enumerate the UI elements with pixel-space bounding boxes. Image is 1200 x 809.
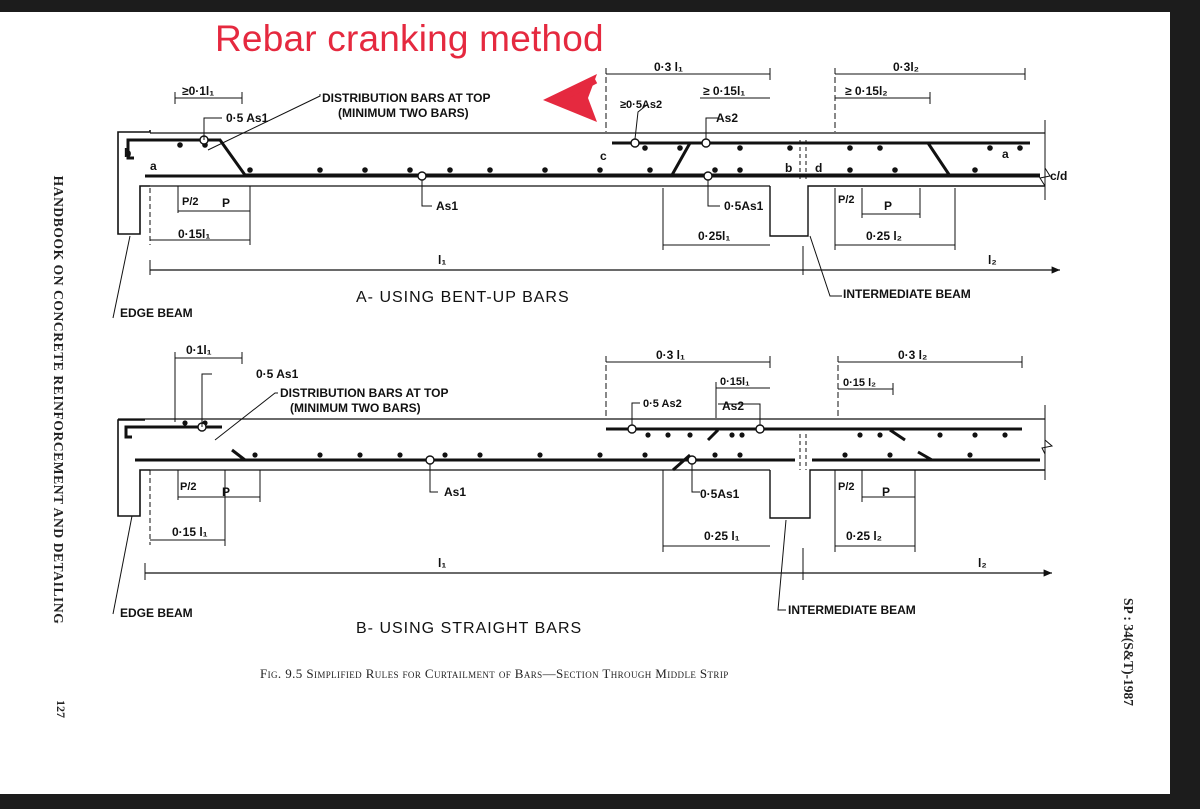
dim-label: ≥ 0·15l₂ (845, 84, 888, 98)
diagram-b (112, 352, 1054, 615)
dim-label: P/2 (180, 481, 197, 493)
dim-label: 0·3 l₁ (656, 348, 685, 362)
annotation-title: Rebar cranking method (215, 18, 604, 59)
dim-label: P/2 (182, 196, 199, 208)
dim-label: As1 (444, 485, 466, 499)
diagram-a-title: A- USING BENT-UP BARS (356, 289, 570, 306)
dim-label: 0·3 l₂ (898, 348, 927, 362)
dim-label: 0·15 l₂ (843, 377, 876, 389)
point-label: b (785, 161, 792, 175)
dim-label: P (222, 196, 230, 210)
point-label: c/d (1050, 169, 1067, 183)
diagram-b-labels: 0·1l₁ 0·5 As1 DISTRIBUTION BARS AT TOP (… (120, 343, 987, 637)
dim-label: ≥0·1l₁ (182, 84, 214, 98)
dim-label: P (884, 199, 892, 213)
dim-label: P/2 (838, 194, 855, 206)
figure-caption: Fig. 9.5 Simplified Rules for Curtailmen… (260, 666, 729, 681)
dim-label: 0·25 l₁ (704, 529, 740, 543)
dim-label: 0·5 As1 (256, 367, 299, 381)
point-label: b (124, 146, 131, 160)
dim-label: As2 (716, 111, 738, 125)
dim-label: 0·25l₁ (698, 229, 730, 243)
edge-beam-label: EDGE BEAM (120, 606, 193, 620)
span-label: l₂ (978, 556, 987, 570)
distribution-dots-b (182, 420, 1008, 458)
diagram-a (112, 68, 1060, 319)
dim-label: 0·25 l₂ (846, 529, 882, 543)
dim-label: 0·1l₁ (186, 343, 212, 357)
diagram-b-title: B- USING STRAIGHT BARS (356, 620, 582, 637)
dim-label: 0·15l₁ (720, 376, 750, 388)
distribution-bars-label: DISTRIBUTION BARS AT TOP (280, 386, 448, 400)
annotation-arrow (543, 74, 597, 122)
edge-beam-a (117, 130, 151, 235)
distribution-dots-a (177, 142, 1023, 173)
dim-label: As1 (436, 199, 458, 213)
point-label: d (815, 161, 822, 175)
dim-label: P/2 (838, 481, 855, 493)
bent-up-bar-left (126, 138, 1040, 177)
point-label: a (150, 159, 157, 173)
diagram-a-labels: ≥0·1l₁ 0·5 As1 DISTRIBUTION BARS AT TOP … (120, 60, 1067, 320)
span-label: l₂ (988, 253, 997, 267)
intermediate-beam-label: INTERMEDIATE BEAM (788, 603, 916, 617)
edge-beam-label: EDGE BEAM (120, 306, 193, 320)
span-label: l₁ (438, 556, 446, 570)
intermediate-beam-b (769, 469, 1045, 519)
dim-label: ≥ 0·15l₁ (703, 84, 745, 98)
dim-label: 0·15l₁ (178, 227, 210, 241)
minimum-bars-label: (MINIMUM TWO BARS) (290, 401, 421, 415)
dim-label: 0·3 l₁ (654, 60, 683, 74)
point-label: a (1002, 147, 1009, 161)
dim-label: 0·25 l₂ (866, 229, 902, 243)
dim-label: 0·5 As1 (226, 111, 269, 125)
dim-label: P (882, 485, 890, 499)
top-bar-left-b (124, 425, 222, 439)
intermediate-beam-a (769, 185, 1045, 237)
dim-label: 0·5As1 (724, 199, 764, 213)
minimum-bars-label: (MINIMUM TWO BARS) (338, 106, 469, 120)
point-label: c (600, 149, 607, 163)
curtailment-diagram: ≥0·1l₁ 0·5 As1 DISTRIBUTION BARS AT TOP … (112, 60, 1067, 637)
dim-label: 0·5 As2 (643, 398, 682, 410)
distribution-bars-label: DISTRIBUTION BARS AT TOP (322, 91, 490, 105)
dim-label: P (222, 485, 230, 499)
dim-label: 0·3l₂ (893, 60, 919, 74)
background-margin (1170, 0, 1200, 809)
dim-label: 0·5As1 (700, 487, 740, 501)
dim-label: 0·15 l₁ (172, 525, 208, 539)
edge-beam-b (117, 419, 150, 517)
dim-label: As2 (722, 399, 744, 413)
span-label: l₁ (438, 253, 446, 267)
intermediate-beam-label: INTERMEDIATE BEAM (843, 287, 971, 301)
dim-label: ≥0·5As2 (620, 99, 662, 111)
